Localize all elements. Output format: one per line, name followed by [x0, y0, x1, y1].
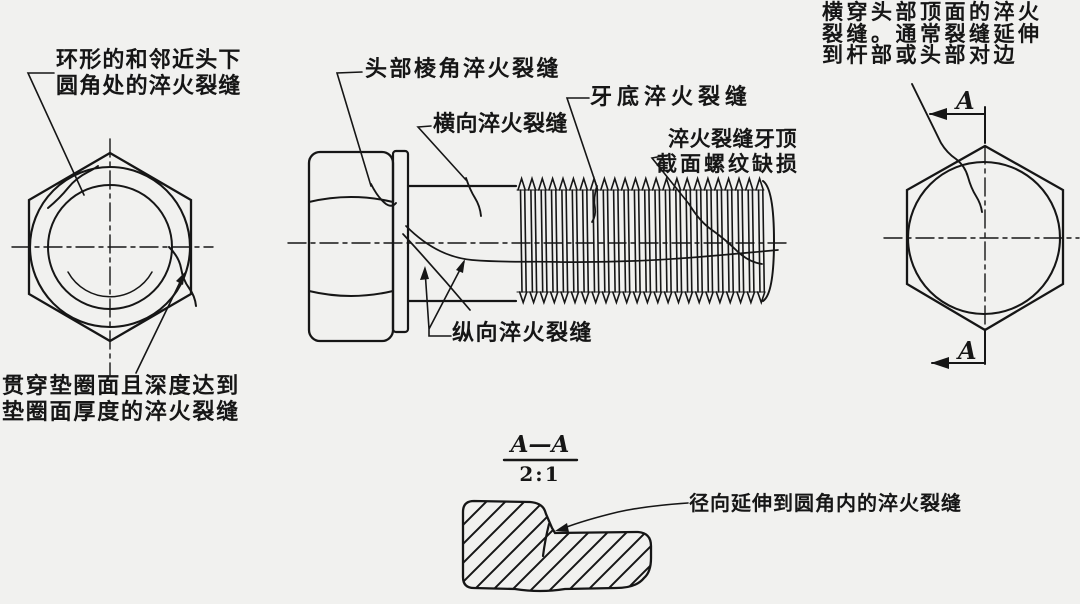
thread-root-crack: [591, 185, 598, 223]
leader-transverse: [416, 125, 467, 181]
leader-head-corner: [335, 71, 372, 187]
longitudinal-crack-a: [405, 225, 779, 263]
section-scale: 2:1: [519, 462, 561, 486]
longitudinal-crack-b: [402, 233, 471, 311]
label-annular-crack-line2: 圆角处的淬火裂缝: [56, 74, 242, 99]
thread-flank-lines: [519, 189, 766, 293]
label-top-face-crack-line2: 裂缝。通常裂缝延伸: [822, 21, 1043, 46]
section-aa-drawing: [461, 458, 689, 593]
bolt-side-view-drawing: [287, 71, 792, 343]
head-corner-crack: [370, 183, 397, 207]
washer-flange: [391, 149, 410, 334]
left-head-view-drawing: [11, 72, 214, 376]
inner-arc: [67, 271, 153, 298]
leader-longitudinal: [424, 261, 465, 337]
leader-arrowhead: [456, 259, 465, 273]
label-longitudinal-crack: 纵向淬火裂缝: [452, 321, 594, 346]
section-cross-section: [461, 499, 653, 593]
section-marker-a-bottom: A: [958, 336, 977, 365]
leader-crest: [650, 154, 690, 205]
label-washer-face-crack-line1: 贯穿垫圈面且深度达到: [2, 374, 241, 399]
right-head-view-drawing: [883, 83, 1080, 369]
label-radial-fillet-crack: 径向延伸到圆角内的淬火裂缝: [689, 491, 962, 515]
label-crest-defect: 淬火裂缝牙顶 截面螺纹缺损: [656, 127, 800, 177]
label-crest-defect-line2: 截面螺纹缺损: [656, 152, 800, 176]
label-crest-defect-line1: 淬火裂缝牙顶: [668, 127, 797, 151]
fillet-crack: [541, 522, 551, 558]
leader-arrowhead: [176, 272, 185, 285]
washer-face-circle: [28, 165, 192, 329]
right-inscribed-circle: [906, 160, 1062, 316]
label-washer-face-crack: 贯穿垫圈面且深度达到 垫圈面厚度的淬火裂缝: [2, 374, 240, 426]
label-top-face-crack-line1: 横穿头部顶面的淬火: [822, 0, 1043, 24]
left-view-centerlines: [11, 138, 214, 376]
label-top-face-crack: 横穿头部顶面的淬火 裂缝。通常裂缝延伸 到杆部或头部对边: [822, 0, 1043, 67]
label-annular-crack: 环形的和邻近头下 圆角处的淬火裂缝: [56, 48, 242, 100]
leader-annular-crack: [26, 72, 85, 196]
label-annular-crack-line1: 环形的和邻近头下: [56, 48, 242, 73]
bolt-end-cap: [762, 180, 776, 302]
section-arrow-top: [929, 108, 947, 120]
top-face-crack: [911, 83, 983, 213]
leader-arrowhead: [420, 266, 429, 280]
bolt-head: [307, 150, 395, 343]
section-title: A—A: [510, 431, 570, 458]
inner-circle: [47, 184, 173, 310]
head-facet-lines: [308, 196, 394, 297]
leader-thread-root: [565, 97, 598, 188]
leader-arrowhead: [555, 523, 569, 532]
leader-washer-crack: [135, 275, 184, 374]
label-top-face-crack-line3: 到杆部或头部对边: [822, 43, 1018, 67]
label-thread-root-crack: 牙底淬火裂缝: [590, 85, 753, 110]
crest-defect-crack: [688, 203, 763, 265]
washer-face-crack: [168, 246, 197, 307]
left-hexagon: [27, 151, 193, 343]
transverse-crack: [465, 177, 482, 217]
leader-fillet-crack: [563, 502, 689, 529]
section-arrow-bottom: [931, 357, 949, 369]
label-washer-face-crack-line2: 垫圈面厚度的淬火裂缝: [2, 400, 241, 425]
section-marker-a-top: A: [956, 86, 975, 115]
thread-crest-lines: [517, 175, 766, 305]
label-transverse-crack: 横向淬火裂缝: [433, 112, 569, 137]
label-head-corner-crack: 头部棱角淬火裂缝: [365, 57, 562, 82]
